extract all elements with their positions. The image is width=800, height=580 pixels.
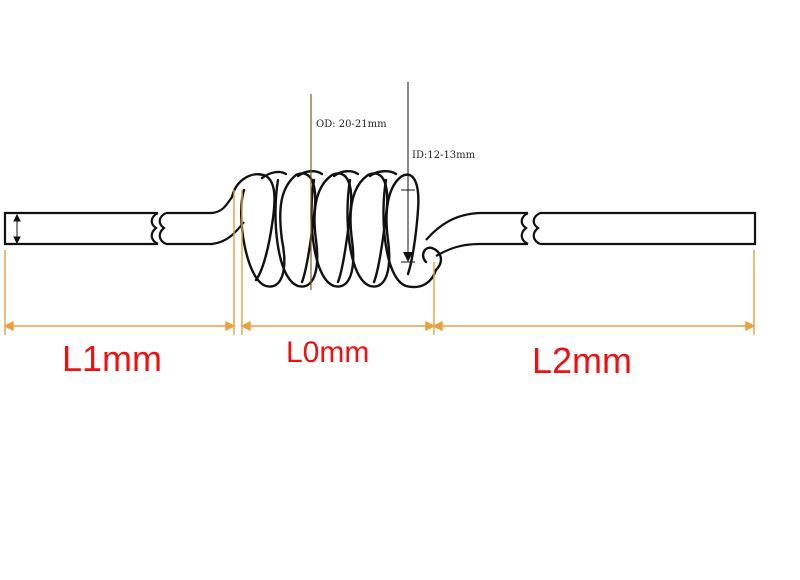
spring-coil: [230, 170, 443, 289]
l1-label: L1mm: [62, 338, 162, 379]
l0-label: L0mm: [286, 336, 369, 369]
id-label: ID:12-13mm: [412, 150, 476, 161]
dimension-lines: [3, 190, 756, 335]
wire-diameter-arrow: [13, 213, 21, 245]
left-leg: [3, 196, 245, 246]
id-indicator: [401, 82, 415, 263]
l2-label: L2mm: [532, 340, 632, 381]
od-label: OD: 20-21mm: [316, 119, 387, 130]
right-leg: [425, 211, 757, 257]
